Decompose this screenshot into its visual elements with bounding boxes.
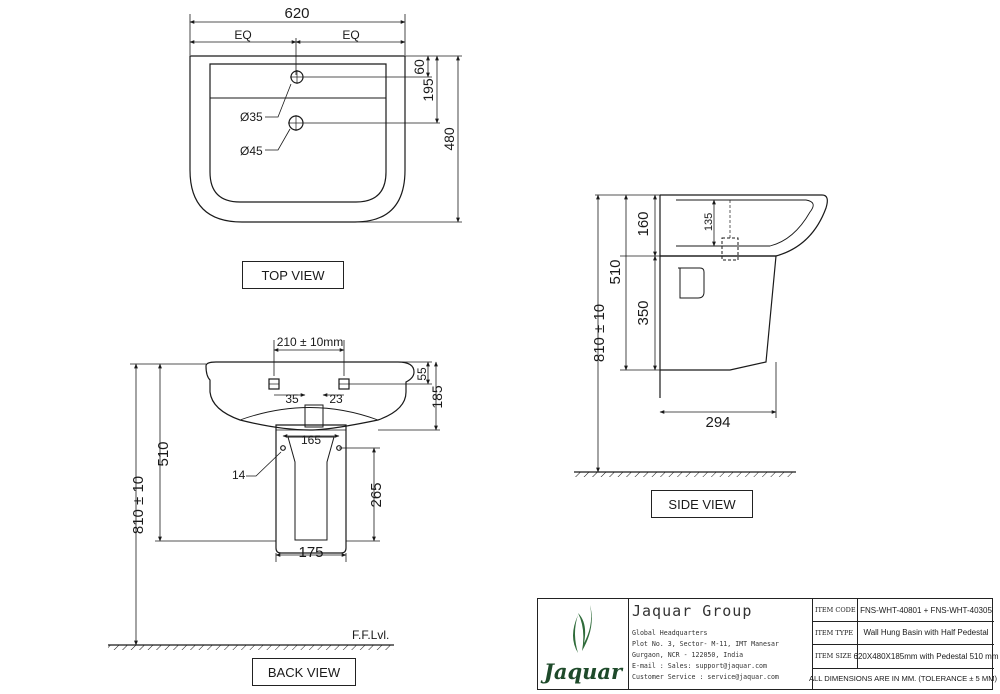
floor-level-label: F.F.Lvl.	[352, 628, 389, 642]
dim-side-135: 135	[703, 213, 715, 231]
dim-side-160: 160	[635, 211, 652, 236]
dim-back-810: 810 ± 10	[130, 476, 147, 534]
item-size-value: 620X480X185mm with Pedestal 510 mm	[853, 651, 999, 661]
item-type-value: Wall Hung Basin with Half Pedestal	[863, 628, 989, 637]
top-view-dimensions: 620 EQ EQ 60 195 480 Ø35 Ø45	[234, 5, 457, 158]
dim-side-510: 510	[607, 259, 624, 284]
dim-side-350: 350	[635, 300, 652, 325]
item-type-key: ITEM TYPE	[812, 621, 858, 644]
item-code-row: ITEM CODE FNS-WHT-40801 + FNS-WHT-40305	[812, 599, 994, 622]
dim-back-165: 165	[301, 433, 321, 447]
company-name: Jaquar Group	[632, 602, 753, 620]
top-view-label: TOP VIEW	[242, 261, 344, 289]
back-view-pedestal	[275, 424, 347, 554]
side-view-label: SIDE VIEW	[651, 490, 753, 518]
address-line: Global Headquarters	[632, 629, 708, 637]
dim-top-60: 60	[411, 59, 427, 75]
dim-top-width: 620	[284, 5, 309, 22]
dim-back-23: 23	[329, 392, 343, 406]
dim-bolt-spacing: 210 ± 10mm	[277, 335, 344, 349]
address-line: E-mail : Sales: support@jaquar.com	[632, 662, 767, 670]
item-size-key: ITEM SIZE	[812, 644, 858, 668]
side-view-dimensions: 160 135 510 350 810 ± 10 294	[591, 211, 731, 431]
side-view-pedestal	[660, 255, 777, 371]
dim-top-195: 195	[420, 78, 436, 102]
side-view-basin	[660, 194, 828, 257]
dim-back-510: 510	[155, 441, 172, 466]
dim-back-14: 14	[232, 468, 246, 482]
title-block: Jaquar Jaquar Group Global Headquarters …	[537, 598, 999, 690]
item-code-value: FNS-WHT-40801 + FNS-WHT-40305	[860, 605, 992, 615]
dim-hole-35: Ø35	[240, 110, 263, 124]
back-view-floor	[108, 644, 394, 650]
dim-side-294: 294	[705, 414, 730, 431]
logo-leaf-icon	[573, 605, 592, 653]
dim-back-175: 175	[298, 544, 323, 561]
dim-side-810: 810 ± 10	[591, 304, 608, 362]
company-info: Jaquar Group Global Headquarters Plot No…	[628, 599, 813, 689]
brand-logo: Jaquar	[538, 599, 629, 689]
back-view	[130, 340, 440, 646]
side-view	[595, 194, 828, 473]
dimension-note: ALL DIMENSIONS ARE IN MM. (TOLERANCE ± 5…	[808, 674, 998, 683]
item-code-key: ITEM CODE	[812, 599, 858, 621]
logo-wordmark: Jaquar	[543, 659, 623, 684]
dim-back-55: 55	[415, 367, 429, 381]
address-line: Customer Service : service@jaquar.com	[632, 673, 779, 681]
address-line: Gurgaon, NCR - 122050, India	[632, 651, 744, 659]
dim-back-185: 185	[429, 385, 445, 409]
dim-top-480: 480	[441, 127, 457, 151]
item-size-row: ITEM SIZE 620X480X185mm with Pedestal 51…	[812, 644, 999, 669]
back-view-basin	[205, 361, 415, 431]
dim-top-eq-right: EQ	[342, 28, 359, 42]
item-type-row: ITEM TYPE Wall Hung Basin with Half Pede…	[812, 621, 994, 645]
back-view-dimensions: 210 ± 10mm 55 185 35 23 165 14 510 810 ±…	[130, 335, 445, 642]
back-view-label: BACK VIEW	[252, 658, 356, 686]
top-view	[189, 14, 462, 223]
top-view-outer-outline	[189, 55, 406, 223]
dim-hole-45: Ø45	[240, 144, 263, 158]
top-view-inner-bowl	[209, 63, 387, 203]
dim-back-265: 265	[368, 482, 385, 507]
address-line: Plot No. 3, Sector- M-11, IMT Manesar	[632, 640, 779, 648]
dim-top-eq-left: EQ	[234, 28, 251, 42]
side-view-floor	[574, 471, 796, 477]
dim-back-35: 35	[285, 392, 299, 406]
